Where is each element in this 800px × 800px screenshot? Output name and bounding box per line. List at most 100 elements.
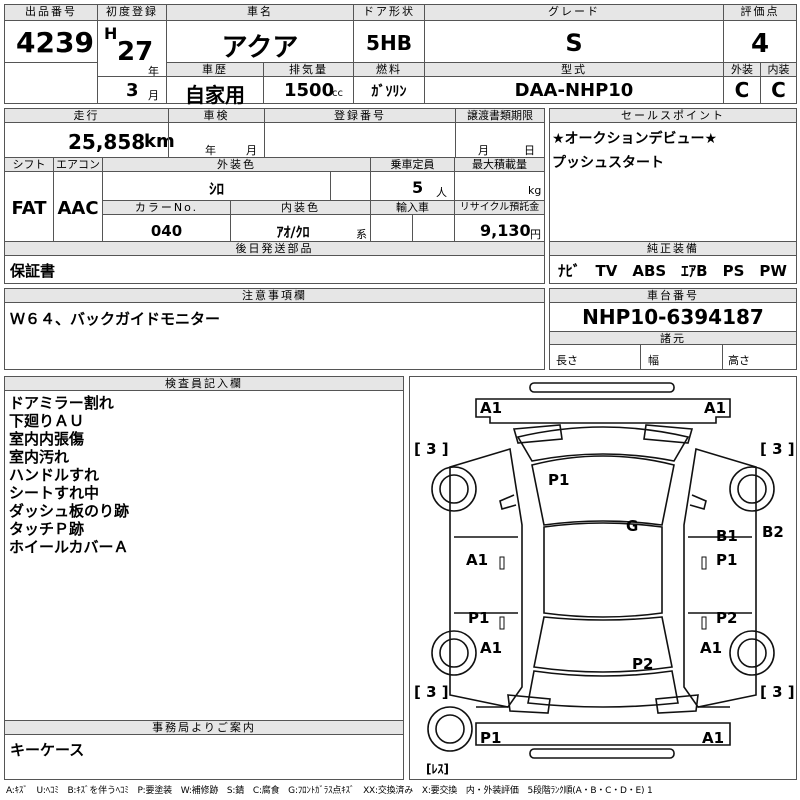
sales-point-panel <box>549 108 797 284</box>
caution-text: Ｗ６４、バックガイドモニター <box>10 310 221 328</box>
history: 自家用 <box>185 83 245 107</box>
damage-mark: B1 <box>716 527 738 545</box>
transfer-day-unit: 日 <box>524 144 535 157</box>
caution-label: 注意事項欄 <box>5 289 544 303</box>
damage-mark: G <box>626 517 638 535</box>
damage-mark: P1 <box>468 609 489 627</box>
yen-unit: 円 <box>530 228 541 241</box>
registration-year: 27 <box>117 37 154 67</box>
damage-mark: P2 <box>632 655 653 673</box>
history-label: 車歴 <box>167 63 263 77</box>
interior-grade: C <box>771 78 786 102</box>
caution-panel <box>4 288 545 370</box>
inspector-note: 室内内張傷 <box>9 430 85 448</box>
import-label: 輸入車 <box>371 201 454 215</box>
width-label: 幅 <box>648 354 659 367</box>
genuine-equipment: ﾅﾋﾞ TV ABS ｴｱB PS PW <box>558 262 787 280</box>
recycle-deposit-label: リサイクル預託金 <box>455 201 544 215</box>
inspector-note: ホイールカバーＡ <box>9 538 129 556</box>
max-load-label: 最大積載量 <box>455 158 544 172</box>
score: 4 <box>750 29 770 59</box>
fuel: ｶﾞｿﾘﾝ <box>371 84 407 100</box>
kg-unit: kg <box>528 184 542 197</box>
damage-mark: A1 <box>480 639 502 657</box>
fuel-label: 燃料 <box>354 63 424 77</box>
damage-mark: [ 3 ] <box>760 440 795 458</box>
chassis-number: NHP10-6394187 <box>582 305 764 329</box>
cc-unit: cc <box>332 88 343 99</box>
model: DAA-NHP10 <box>514 80 634 101</box>
later-parts-label: 後日発送部品 <box>5 242 544 256</box>
year-unit: 年 <box>148 65 159 78</box>
color-number: 040 <box>150 222 183 240</box>
displacement: 1500 <box>284 80 335 101</box>
registration-number-label: 登録番号 <box>265 109 455 123</box>
sales-point-label: セールスポイント <box>550 109 796 123</box>
month-unit: 月 <box>148 89 159 102</box>
km-unit: km <box>144 131 175 152</box>
damage-mark: P1 <box>716 551 737 569</box>
header-panel <box>4 4 797 104</box>
spec-panel <box>4 108 545 284</box>
transfer-deadline-label: 譲渡書類期限 <box>456 109 544 123</box>
interior-color-label: 内装色 <box>231 201 370 215</box>
door-type-label: ドア形状 <box>354 5 424 21</box>
inspector-note: ドアミラー割れ <box>9 394 114 412</box>
car-name-label: 車名 <box>167 5 353 21</box>
damage-mark: A1 <box>466 551 488 569</box>
damage-mark: A1 <box>702 729 724 747</box>
model-label: 型式 <box>425 63 723 77</box>
inspector-notes: ドアミラー割れ 下廻りＡＵ 室内内張傷 室内汚れ ハンドルすれ シートすれ中 ダ… <box>9 394 129 556</box>
lot-label: 出品番号 <box>5 5 97 21</box>
chassis-panel <box>549 288 797 370</box>
door-type: 5HB <box>366 31 412 55</box>
exterior-color: ｼﾛ <box>208 180 224 198</box>
inspector-note: タッチＰ跡 <box>9 520 85 538</box>
inspection-label: 車検 <box>169 109 264 123</box>
capacity-label: 乗車定員 <box>371 158 454 172</box>
shift-label: シフト <box>5 158 53 172</box>
damage-mark: [ 3 ] <box>414 683 449 701</box>
exterior-grade-label: 外装 <box>724 63 760 77</box>
inspector-note: 室内汚れ <box>9 448 70 466</box>
damage-mark: P1 <box>480 729 501 747</box>
inspector-label: 検査員記入欄 <box>5 377 403 391</box>
damage-mark: A1 <box>700 639 722 657</box>
transfer-month-unit: 月 <box>478 144 489 157</box>
car-name: アクア <box>221 33 299 63</box>
person-unit: 人 <box>436 186 447 199</box>
score-label: 評価点 <box>724 5 796 21</box>
inspector-note: 下廻りＡＵ <box>9 412 85 430</box>
registration-month: 3 <box>126 80 139 101</box>
era-letter: H <box>104 24 118 43</box>
air-conditioner: AAC <box>57 198 99 219</box>
interior-grade-label: 内装 <box>761 63 796 77</box>
no-tire-mark: [ﾚｽ] <box>426 762 449 776</box>
inspector-note: ハンドルすれ <box>9 466 100 484</box>
inspector-panel <box>4 376 404 780</box>
inspection-month-unit: 月 <box>246 144 257 157</box>
capacity: 5 <box>412 178 424 197</box>
interior-color: ｱｵ/ｸﾛ <box>276 225 310 241</box>
first-registration-label: 初度登録 <box>98 5 166 21</box>
inspector-note: ダッシュ板のり跡 <box>9 502 130 520</box>
damage-mark: P1 <box>548 471 569 489</box>
grade: S <box>565 29 583 57</box>
sales-point-line-2: プッシュスタート <box>552 155 664 171</box>
displacement-label: 排気量 <box>264 63 353 77</box>
chassis-number-label: 車台番号 <box>550 289 796 303</box>
legend: A:ｷｽﾞ U:ﾍｺﾐ B:ｷｽﾞを伴うﾍｺﾐ P:要塗装 W:補修跡 S:錆 … <box>6 786 653 796</box>
shift: FAT <box>11 198 47 219</box>
system-unit: 系 <box>356 228 367 241</box>
damage-mark: A1 <box>480 399 502 417</box>
color-number-label: カラーNo. <box>103 201 230 215</box>
damage-mark: B2 <box>762 523 784 541</box>
damage-mark: A1 <box>704 399 726 417</box>
recycle-deposit: 9,130 <box>480 221 531 240</box>
exterior-color-label: 外装色 <box>103 158 370 172</box>
exterior-grade: C <box>734 78 750 102</box>
damage-mark: [ 3 ] <box>414 440 449 458</box>
lot-number: 4239 <box>16 26 94 59</box>
